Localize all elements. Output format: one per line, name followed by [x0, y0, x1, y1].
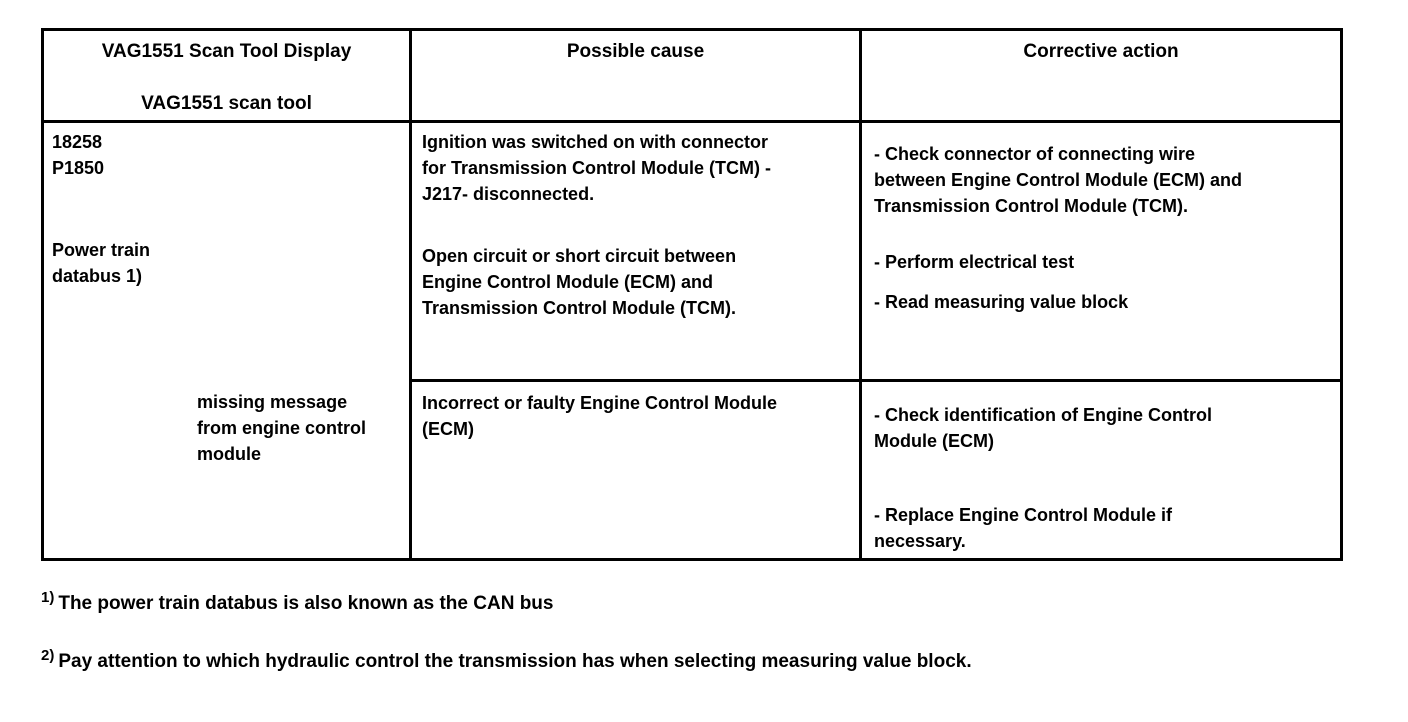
cell-corrective-action-row2: - Check identification of Engine Control…	[862, 382, 1340, 558]
dtc-table: VAG1551 Scan Tool Display VAG1551 scan t…	[41, 28, 1343, 561]
dtc-code-block: 18258 P1850	[52, 132, 105, 178]
footnote-2-marker: 2)	[41, 647, 55, 664]
cell-corrective-action-row1: - Check connector of connecting wire bet…	[862, 123, 1340, 382]
footnote-2-text: Pay attention to which hydraulic control…	[58, 651, 972, 672]
action-row2-item-1: - Check identification of Engine Control…	[874, 405, 1213, 451]
header-corrective-action: Corrective action	[862, 31, 1340, 123]
action-row1-item-2: - Perform electrical test	[874, 252, 1075, 272]
dtc-label-block: Power train databus 1)	[52, 240, 151, 286]
cell-scan-tool-display: 18258 P1850 Power train databus 1) missi…	[44, 123, 412, 558]
cause-row1-paragraph-1: Ignition was switched on with connector …	[422, 132, 771, 204]
footnote-2: 2)Pay attention to which hydraulic contr…	[41, 647, 972, 676]
footnote-1-text: The power train databus is also known as…	[58, 593, 554, 614]
cause-row1-paragraph-2: Open circuit or short circuit between En…	[422, 246, 737, 318]
cell-possible-cause-row2: Incorrect or faulty Engine Control Modul…	[412, 382, 862, 558]
header-scan-tool-display: VAG1551 Scan Tool Display VAG1551 scan t…	[44, 31, 412, 123]
footnote-1: 1)The power train databus is also known …	[41, 589, 554, 618]
header-possible-cause: Possible cause	[412, 31, 862, 123]
dtc-row2-note: missing message from engine control modu…	[197, 392, 367, 464]
header-scan-tool-display-line1: VAG1551 Scan Tool Display	[101, 41, 352, 62]
header-scan-tool-display-line2: VAG1551 scan tool	[141, 93, 312, 114]
header-possible-cause-label: Possible cause	[566, 41, 705, 62]
cause-row2-paragraph-1: Incorrect or faulty Engine Control Modul…	[422, 393, 778, 439]
cell-possible-cause-row1: Ignition was switched on with connector …	[412, 123, 862, 382]
action-row1-item-1: - Check connector of connecting wire bet…	[874, 144, 1242, 216]
action-row1-item-3: - Read measuring value block	[874, 292, 1129, 312]
footnote-1-marker: 1)	[41, 589, 55, 606]
action-row2-item-2: - Replace Engine Control Module if neces…	[874, 505, 1173, 551]
header-corrective-action-label: Corrective action	[1023, 41, 1179, 62]
